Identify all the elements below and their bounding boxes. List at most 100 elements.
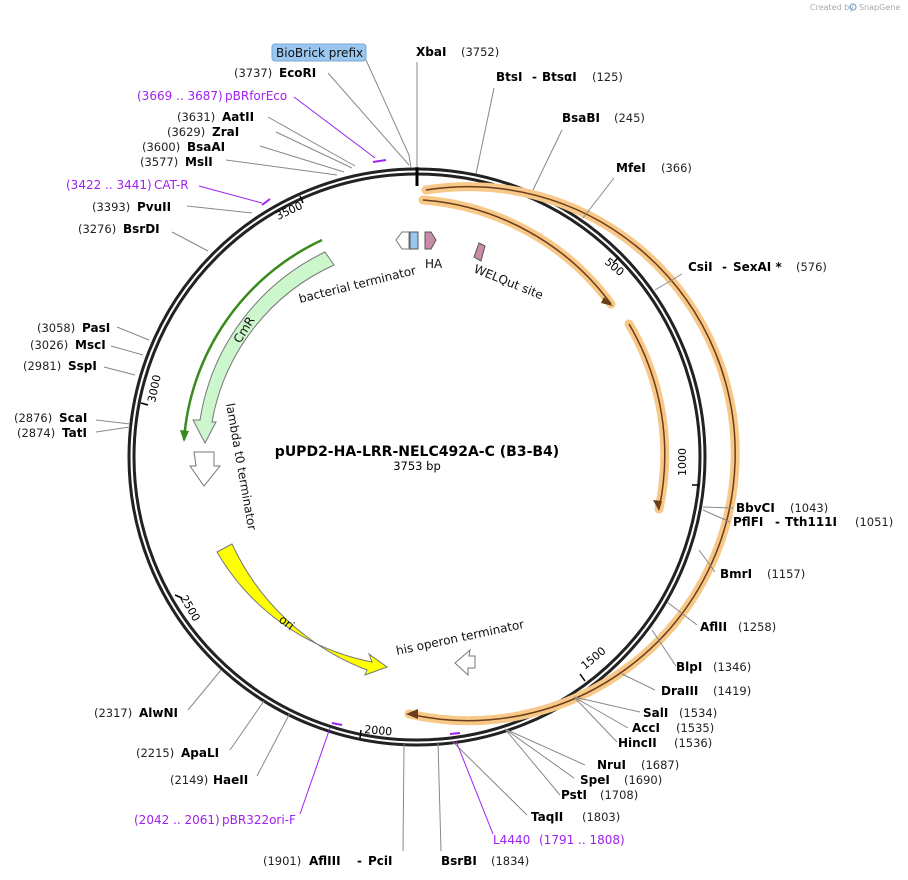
site-pflfi-name2: Tth111I	[785, 515, 837, 529]
ha-feature	[424, 231, 437, 250]
site-afliii-name2: PciI	[368, 854, 393, 868]
primer-catr-range: (3422 .. 3441)	[66, 178, 152, 192]
site-bsrdi-pos: (3276)	[78, 222, 116, 236]
site-scai-name: ScaI	[59, 411, 87, 425]
site-bbvci-name: BbvCI	[736, 501, 775, 515]
site-aatii-name: AatII	[222, 110, 254, 124]
primer-l4440-name: L4440	[493, 833, 530, 847]
site-taqii-pos: (1803)	[582, 810, 620, 824]
site-btsi-sep: -	[532, 70, 537, 84]
primer-pbrforeco-range: (3669 .. 3687)	[137, 89, 223, 103]
site-aflii-pos: (1258)	[738, 620, 776, 634]
his-terminator-arrow	[454, 648, 476, 677]
site-taqii-name: TaqII	[531, 810, 563, 824]
primer-markers	[261, 159, 461, 735]
ring-tick-1500	[579, 673, 586, 682]
site-msli-pos: (3577)	[140, 155, 178, 169]
site-spei-name: SpeI	[580, 773, 610, 787]
site-haeii-name: HaeII	[213, 773, 248, 787]
ring-tick-500	[612, 256, 620, 264]
ori-feature	[216, 543, 389, 676]
site-bsaai-name: BsaAI	[187, 140, 225, 154]
site-pvuii-name: PvuII	[137, 200, 171, 214]
site-hincii-name: HincII	[618, 736, 657, 750]
biobrick-prefix-badge	[271, 43, 367, 62]
orf-arrow	[404, 182, 740, 726]
site-nrui-name: NruI	[597, 758, 626, 772]
site-msci-pos: (3026)	[30, 338, 68, 352]
site-bsabi-pos: (245)	[614, 111, 645, 125]
primer-catr-name: CAT-R	[154, 178, 189, 192]
site-zrai-name: ZraI	[212, 125, 239, 139]
site-draiii-name: DraIII	[661, 684, 698, 698]
ring-tick-3500	[299, 195, 304, 204]
site-haeii-pos: (2149)	[170, 773, 208, 787]
site-aflii-name: AflII	[700, 620, 727, 634]
site-btsi-name2: BtsαI	[542, 70, 577, 84]
tick-label-3500: 3500	[274, 199, 305, 223]
site-xbai-name: XbaI	[416, 45, 446, 59]
site-scai-pos: (2876)	[14, 411, 52, 425]
ring-tick-2000	[359, 729, 362, 739]
site-csii-pos: (576)	[796, 260, 827, 274]
biobrick-prefix-label: BioBrick prefix	[276, 46, 363, 60]
site-bmri-pos: (1157)	[767, 567, 805, 581]
ha-label: HA	[425, 257, 443, 271]
tick-label-2500: 2500	[177, 593, 202, 624]
site-acci-pos: (1535)	[676, 721, 714, 735]
site-afliii-name: AflIII	[309, 854, 341, 868]
site-tati-name: TatI	[62, 426, 87, 440]
site-blpi-name: BlpI	[676, 660, 702, 674]
primer-pbr322-name: pBR322ori-F	[222, 813, 296, 827]
cmr-outer-arrow	[182, 238, 323, 441]
site-nrui-pos: (1687)	[641, 758, 679, 772]
primer-leader-lines	[198, 96, 494, 835]
site-csii-name2: SexAI *	[733, 260, 782, 274]
cmr-feature	[192, 251, 335, 445]
site-afliii-sep: -	[357, 854, 362, 868]
tick-label-3000: 3000	[145, 374, 164, 404]
site-apali-pos: (2215)	[136, 746, 174, 760]
site-apali-name: ApaLI	[181, 746, 219, 760]
site-pvuii-pos: (3393)	[92, 200, 130, 214]
site-sali-name: SalI	[643, 706, 668, 720]
tick-label-500: 500	[602, 255, 626, 278]
plasmid-size: 3753 bp	[393, 459, 441, 473]
lambda-terminator-arrow	[189, 451, 222, 487]
primer-l4440-range: (1791 .. 1808)	[539, 833, 625, 847]
site-pflfi-pos: (1051)	[855, 515, 893, 529]
site-blpi-pos: (1346)	[713, 660, 751, 674]
site-hincii-pos: (1536)	[674, 736, 712, 750]
site-alwni-pos: (2317)	[94, 706, 132, 720]
site-sspi-name: SspI	[68, 359, 97, 373]
tick-label-2000: 2000	[364, 723, 393, 738]
site-bsrdi-name: BsrDI	[123, 222, 160, 236]
site-bsabi-name: BsaBI	[562, 111, 600, 125]
site-pflfi-name: PflFI	[733, 515, 763, 529]
site-aatii-pos: (3631)	[177, 110, 215, 124]
welqut-label: WELQut site	[472, 262, 545, 302]
primer-pbr322-range: (2042 .. 2061)	[134, 813, 220, 827]
site-zrai-pos: (3629)	[167, 125, 205, 139]
site-spei-pos: (1690)	[624, 773, 662, 787]
bacterial-terminator-arrow	[395, 231, 410, 250]
site-msli-name: MslI	[185, 155, 213, 169]
site-pasi-pos: (3058)	[37, 321, 75, 335]
site-sspi-pos: (2981)	[23, 359, 61, 373]
site-bsrbi-pos: (1834)	[491, 854, 529, 868]
site-msci-name: MscI	[75, 338, 106, 352]
site-csii-name: CsiI	[688, 260, 713, 274]
site-draiii-pos: (1419)	[713, 684, 751, 698]
site-sali-pos: (1534)	[679, 706, 717, 720]
credit-prefix: Created by	[810, 3, 854, 12]
lambda-terminator-label: lambda t0 terminator	[223, 402, 259, 531]
primer-pbrforeco-name: pBRforEco	[225, 89, 287, 103]
site-bbvci-pos: (1043)	[790, 501, 828, 515]
site-btsi-pos: (125)	[592, 70, 623, 84]
site-btsi-name: BtsI	[496, 70, 523, 84]
site-xbai-pos: (3752)	[461, 45, 499, 59]
ring-tick-3000	[140, 402, 149, 406]
site-ecori-name: EcoRI	[279, 66, 316, 80]
site-ecori-pos: (3737)	[234, 66, 272, 80]
